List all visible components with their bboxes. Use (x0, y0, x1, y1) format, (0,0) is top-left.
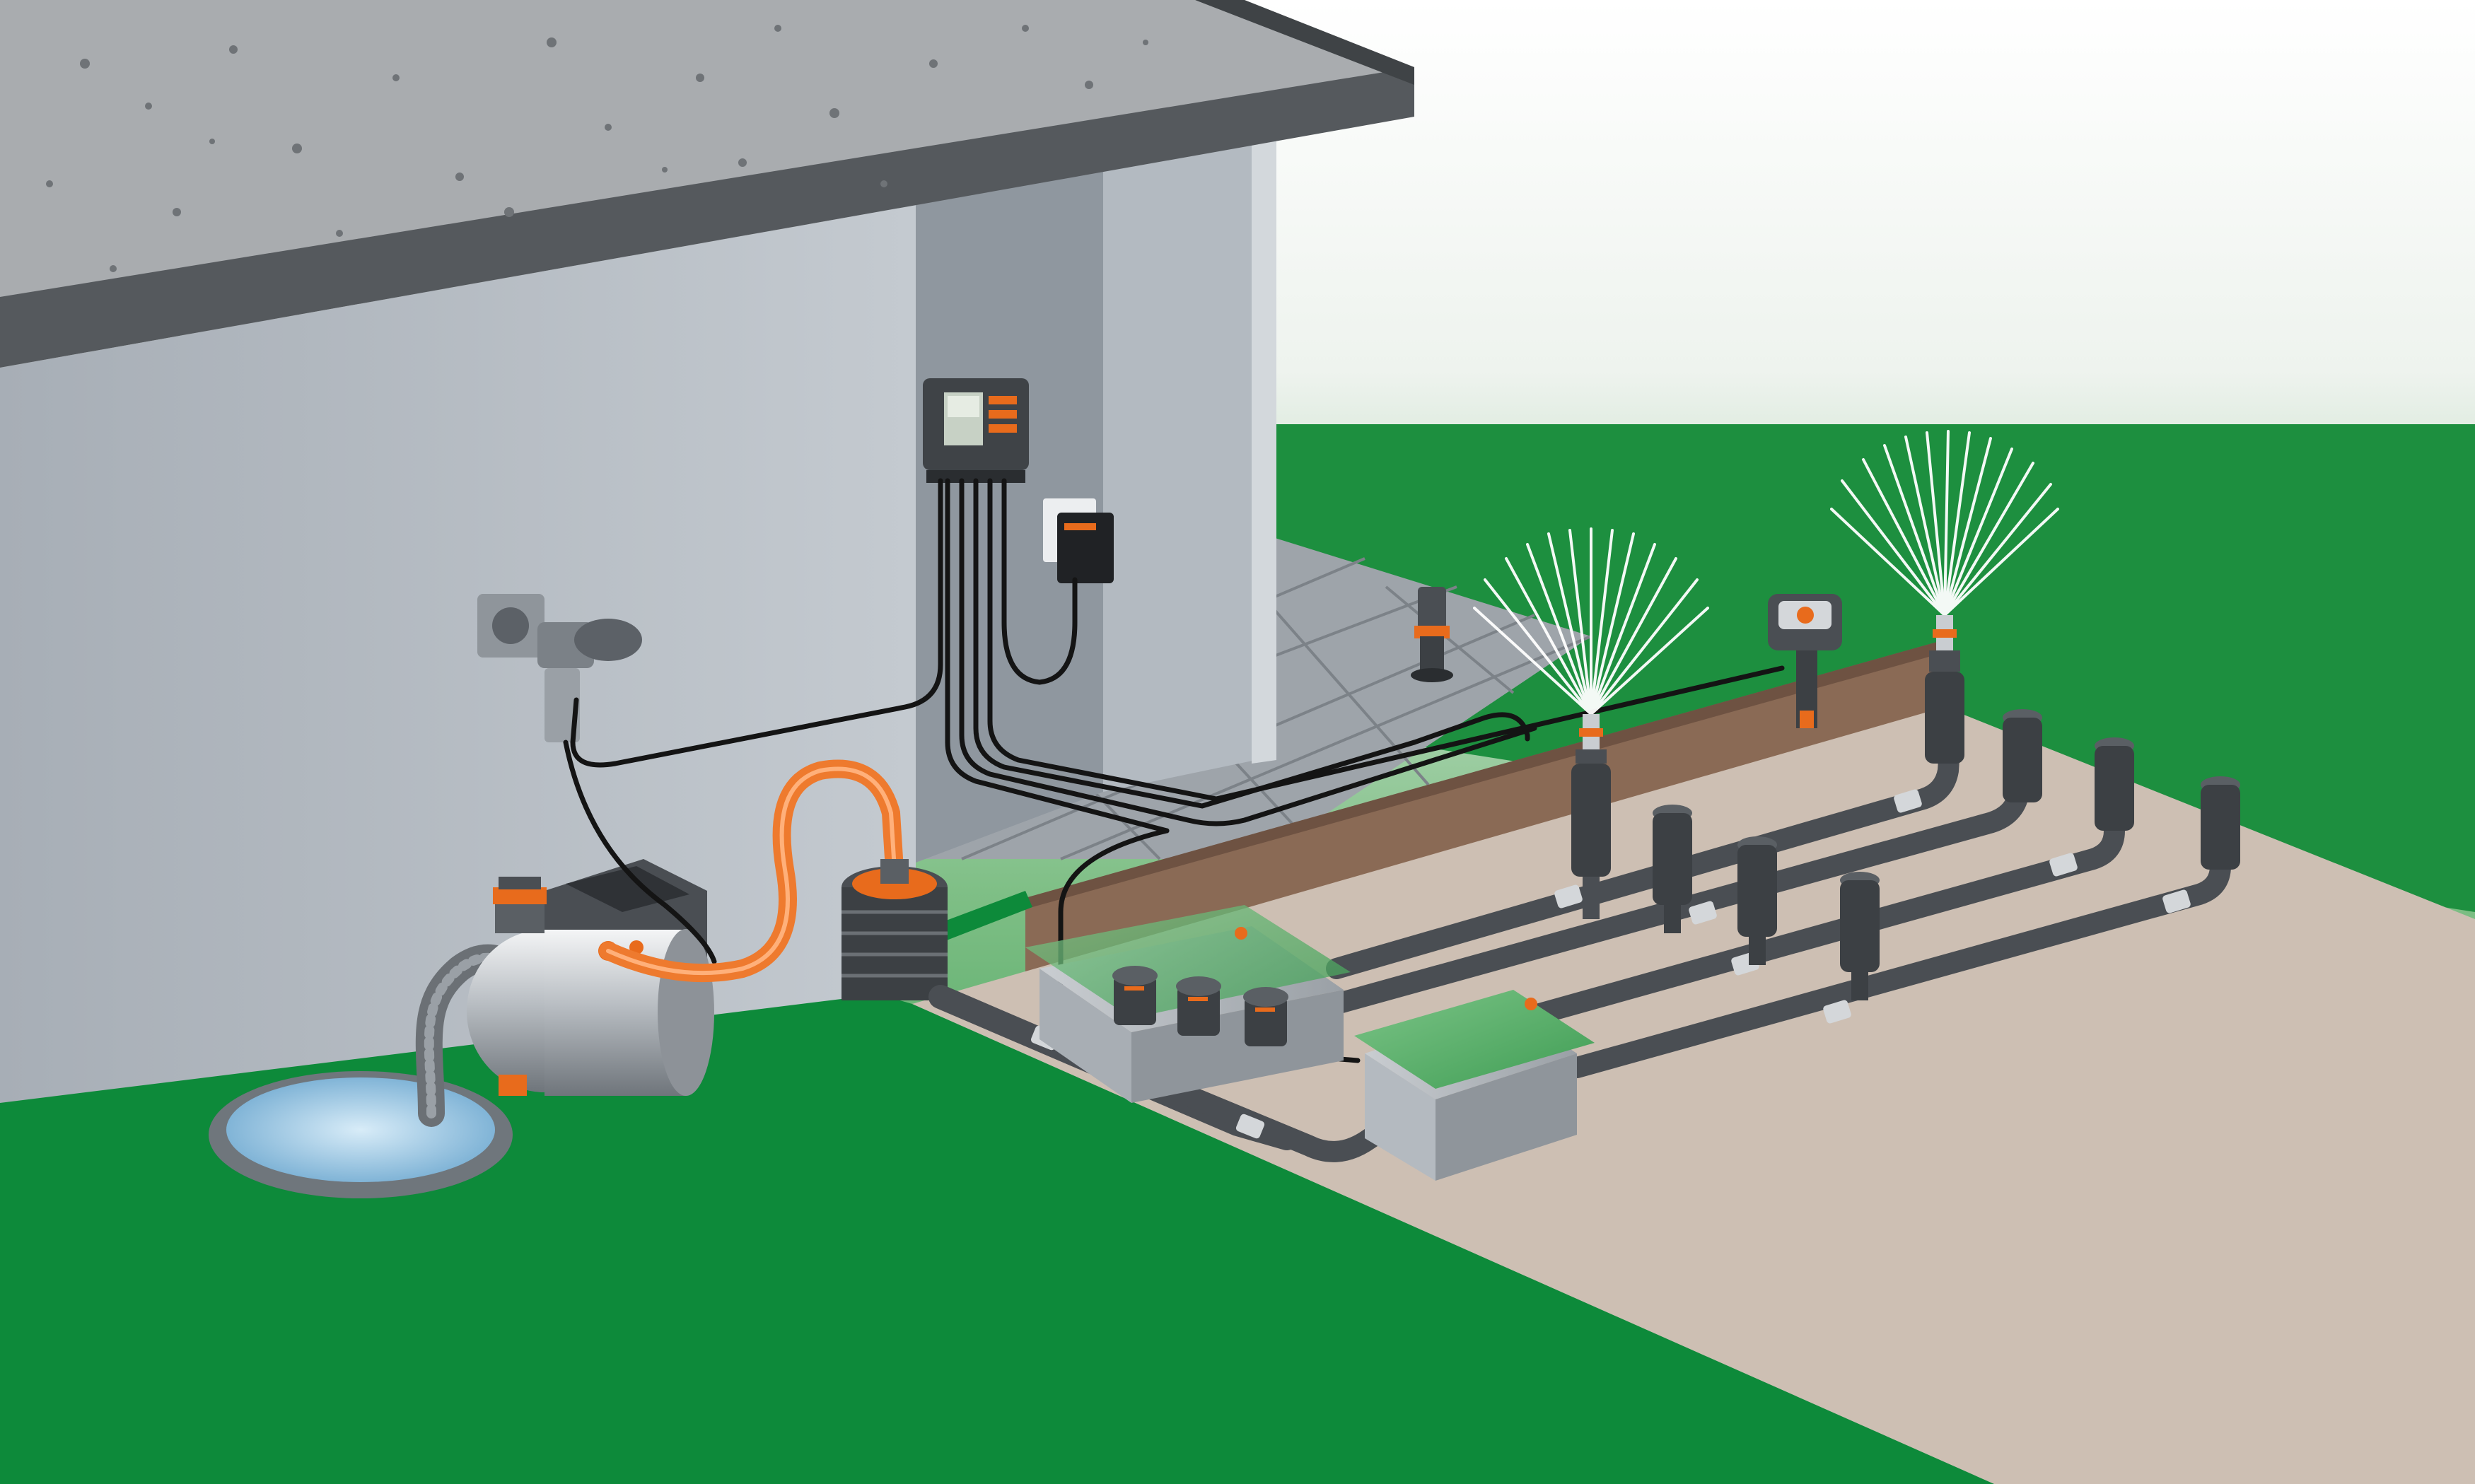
sprinkler-spray-right (1830, 430, 2059, 617)
sprinkler-retracted (1653, 709, 2240, 1000)
roof-top (0, 0, 1414, 304)
power-transformer (1043, 498, 1114, 583)
roof-fascia (0, 67, 1414, 368)
house-wall (0, 205, 916, 1103)
gravel-ground (912, 707, 2475, 1484)
patio-sprinkler (1411, 587, 1453, 682)
rainwater-well (209, 1071, 513, 1198)
filter-housing (842, 859, 948, 1000)
soil-moisture-sensor (1768, 594, 1842, 728)
house-side-wall (1103, 138, 1273, 792)
pipe-connectors (1030, 789, 2191, 1139)
wall-socket (477, 594, 642, 742)
soil-trench-top (1025, 640, 1952, 907)
sprinkler-extended-left (1571, 714, 1611, 919)
roof-edge-dark (1195, 0, 1414, 85)
sprinkler-extended-right (1925, 615, 1964, 764)
bottom-supply-pipe (1093, 1050, 1397, 1162)
house-corner-edge (1252, 138, 1276, 764)
control-cables (563, 478, 1785, 1063)
irrigation-control-unit (923, 378, 1029, 483)
front-lawn (0, 976, 1994, 1484)
sprinkler-spray-left (1473, 527, 1709, 715)
roof-gravel-speckles (46, 25, 1148, 272)
valve-box-small (1354, 990, 1595, 1181)
solenoid-valves (1112, 966, 1288, 1046)
